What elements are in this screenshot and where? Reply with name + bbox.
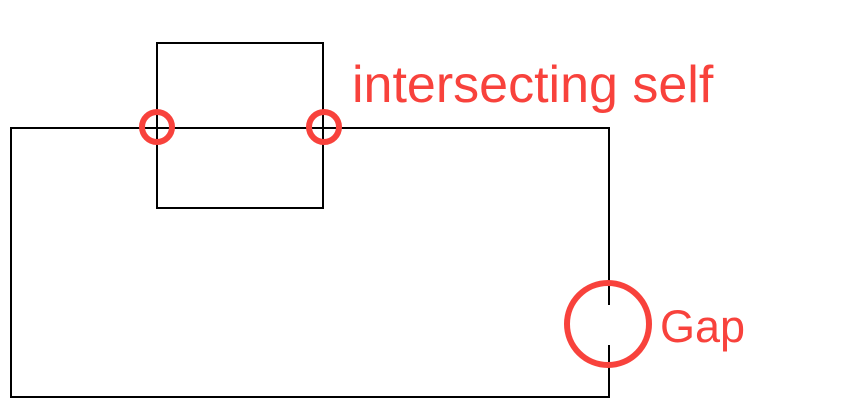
- self-intersection-marker-right: [306, 109, 342, 145]
- gap-label: Gap: [660, 301, 745, 352]
- self-intersection-marker-left: [139, 109, 175, 145]
- gap-marker-circle: [564, 280, 652, 368]
- outer-polygon-path: [10, 127, 610, 398]
- self-intersection-label: intersecting self: [352, 56, 714, 114]
- inner-rectangle: [156, 42, 324, 209]
